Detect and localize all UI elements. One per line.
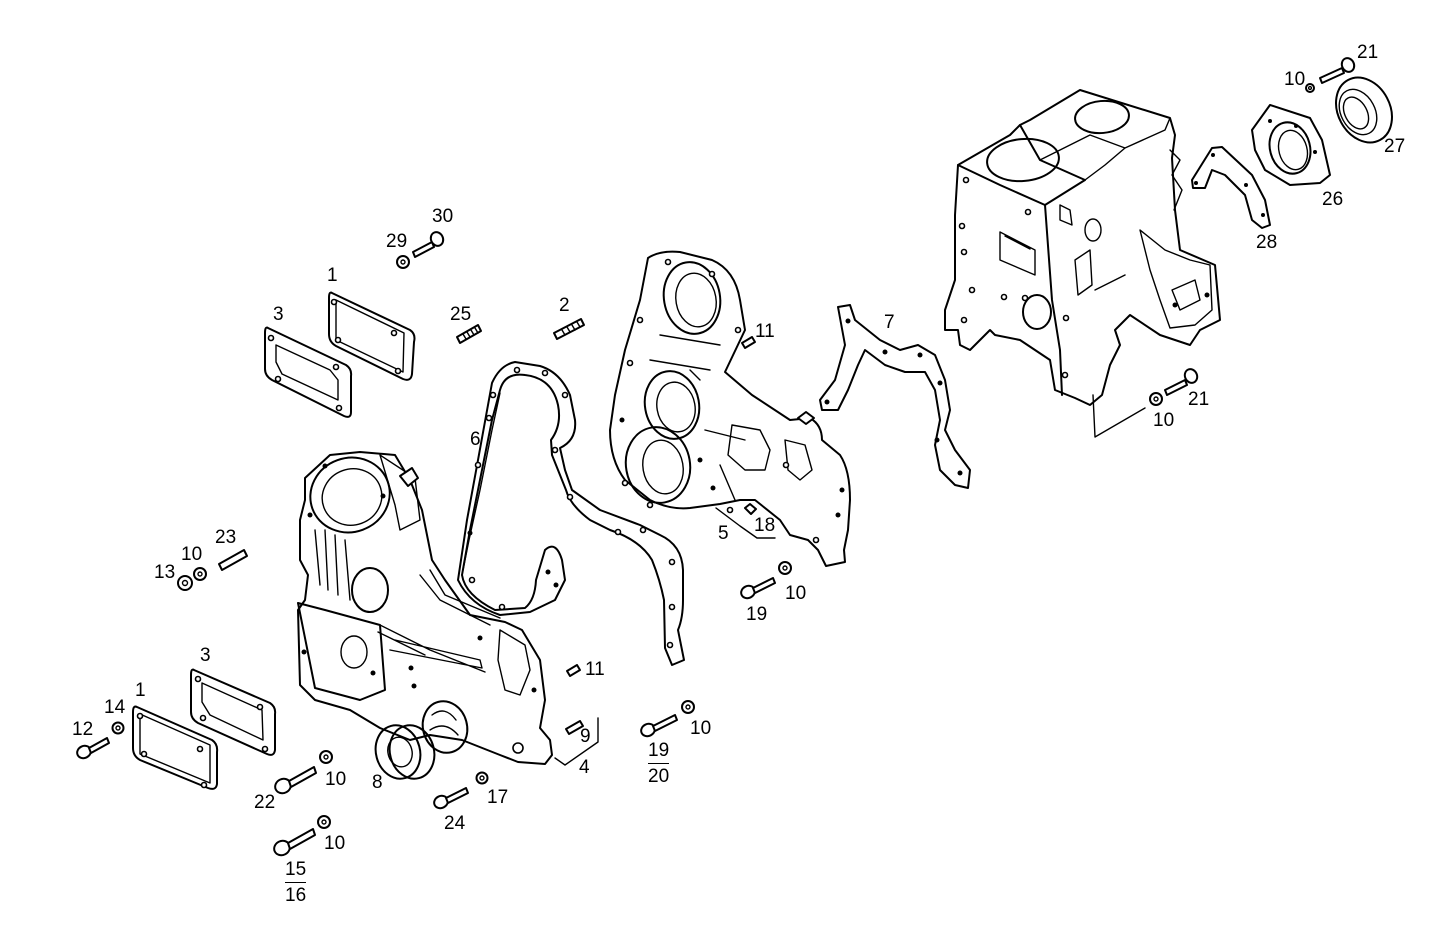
bolt-24 [433, 787, 469, 810]
washer-17 [475, 771, 489, 785]
callout-9: 9 [580, 726, 591, 747]
callout-21: 21 [1188, 389, 1210, 410]
bolt-12 [76, 737, 110, 760]
callout-17: 17 [487, 787, 509, 808]
washer-10-block [1149, 392, 1163, 406]
callout-22: 22 [254, 792, 276, 813]
callout-3: 3 [273, 304, 284, 325]
callout-10: 10 [1153, 410, 1175, 431]
callout-18: 18 [754, 515, 776, 536]
timing-case-5 [609, 250, 851, 567]
gasket-lower [190, 668, 277, 756]
fraction-bottom: 16 [285, 885, 307, 906]
oil-seal-8 [374, 724, 436, 780]
callout-2: 2 [559, 295, 570, 316]
leader-10-21-lower [1092, 394, 1146, 438]
callout-13: 13 [154, 562, 176, 583]
engine-block [944, 89, 1221, 406]
leader-4 [554, 717, 599, 766]
stud-25 [456, 324, 482, 344]
cover-plate-upper [328, 291, 416, 381]
callout-11: 11 [755, 321, 775, 342]
callout-21: 21 [1357, 42, 1379, 63]
washer-10-b22 [319, 750, 333, 764]
washer-10-right [681, 700, 695, 714]
bolt-21-block [1164, 368, 1199, 396]
fraction-top: 19 [648, 740, 670, 761]
gasket-upper [264, 326, 353, 418]
washer-10-b15 [317, 815, 331, 829]
callout-28: 28 [1256, 232, 1278, 253]
stud-2 [553, 318, 585, 340]
leader-5-18 [715, 507, 776, 539]
callout-10: 10 [324, 833, 346, 854]
callout-7: 7 [884, 312, 895, 333]
callout-29: 29 [386, 231, 408, 252]
gasket-7 [819, 304, 971, 489]
callout-8: 8 [372, 772, 383, 793]
callout-1: 1 [327, 265, 338, 286]
callout-14: 14 [104, 697, 126, 718]
washer-14 [111, 721, 125, 735]
cover-plate-lower [132, 705, 219, 790]
bolt-30 [412, 231, 445, 258]
fraction-bottom: 20 [648, 766, 670, 787]
callout-25: 25 [450, 304, 472, 325]
callout-27: 27 [1384, 136, 1406, 157]
fraction-bar [285, 882, 307, 883]
fraction-top: 15 [285, 859, 307, 880]
dowel-11-upper [741, 336, 756, 349]
bolt-19-20 [640, 714, 678, 738]
washer-10-top [1305, 83, 1315, 93]
gasket-6 [457, 361, 685, 666]
seal-retainer-26 [1251, 104, 1331, 186]
stud-23 [218, 549, 248, 571]
callout-23: 23 [215, 527, 237, 548]
callout-4: 4 [579, 757, 590, 778]
front-cover-4 [297, 451, 553, 765]
callout-24: 24 [444, 813, 466, 834]
callout-6: 6 [470, 429, 481, 450]
callout-10: 10 [1284, 69, 1306, 90]
callout-3: 3 [200, 645, 211, 666]
washer-10-left [193, 567, 207, 581]
callout-26: 26 [1322, 189, 1344, 210]
callout-30: 30 [432, 206, 454, 227]
callout-11: 11 [585, 659, 605, 680]
callout-10: 10 [181, 544, 203, 565]
callout-10: 10 [690, 718, 712, 739]
fraction-bar [648, 763, 670, 764]
gasket-28 [1191, 146, 1271, 229]
oil-seal-27 [1335, 76, 1393, 144]
callout-12: 12 [72, 719, 94, 740]
callout-10: 10 [325, 769, 347, 790]
bolt-21-top [1319, 57, 1356, 84]
stud-9 [565, 720, 584, 735]
washer-29 [396, 255, 410, 269]
bolt-22 [274, 766, 317, 795]
callout-5: 5 [718, 523, 729, 544]
callout-19: 19 [746, 604, 768, 625]
nut-13 [177, 575, 193, 591]
callout-1: 1 [135, 680, 146, 701]
washer-10-middle [778, 561, 792, 575]
bolt-19-middle [740, 577, 776, 600]
bolt-15-16 [273, 828, 316, 857]
callout-10: 10 [785, 583, 807, 604]
dowel-11-lower [566, 664, 581, 677]
